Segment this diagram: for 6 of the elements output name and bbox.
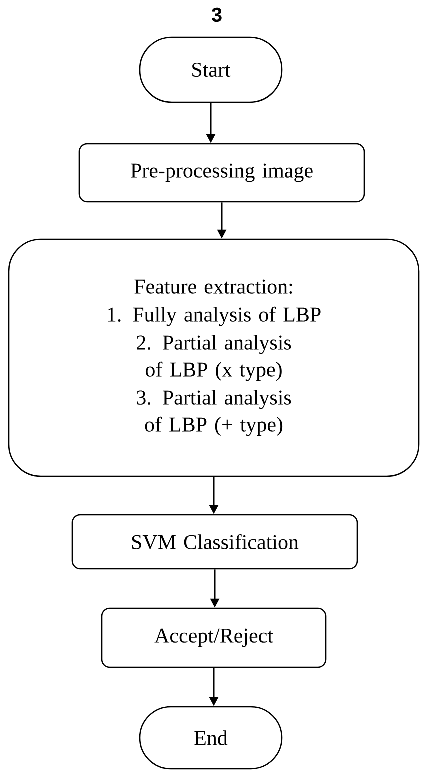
- process-box: Feature extraction: 1. Fully analysis of LBP 2. Partial analysis of LBP (x type) 3. Partial analysis of LBP (+ type): [8, 238, 420, 478]
- process-box: Accept/Reject: [101, 608, 327, 668]
- process-box: SVM Classification: [72, 514, 358, 570]
- process-box: Pre-processing image: [78, 143, 366, 203]
- start-terminal: Start: [139, 36, 283, 104]
- end-terminal: End: [139, 706, 283, 770]
